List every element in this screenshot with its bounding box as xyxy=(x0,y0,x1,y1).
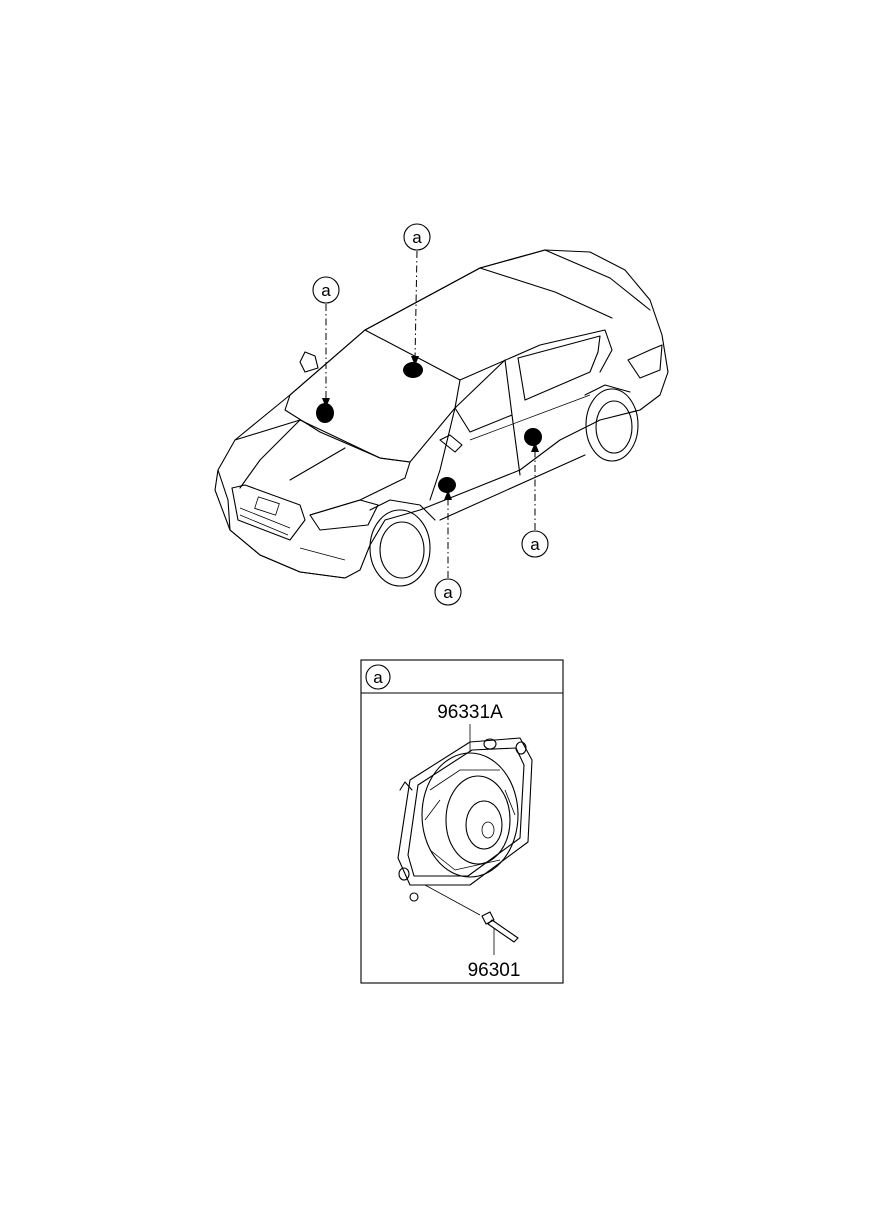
speaker-location-rear-door-marker xyxy=(524,428,542,446)
detail-box: a 96331A xyxy=(360,659,564,984)
car-illustration xyxy=(214,249,669,587)
callout-rear-door-label: a xyxy=(530,535,540,554)
callout-leaders xyxy=(322,250,539,578)
speaker-drawing xyxy=(397,737,533,916)
callout-roof: a xyxy=(403,223,431,251)
callout-windshield: a xyxy=(312,276,340,304)
part-number-speaker: 96331A xyxy=(437,702,503,723)
callout-roof-label: a xyxy=(412,228,422,247)
callout-front-door: a xyxy=(434,578,462,606)
speaker-location-roof-marker xyxy=(403,362,423,378)
detail-box-callout-circle xyxy=(365,664,391,690)
speaker-location-front-door-marker xyxy=(438,477,456,493)
callout-front-door-label: a xyxy=(443,583,453,602)
part-number-screw: 96301 xyxy=(468,960,521,981)
detail-box-callout-label: a xyxy=(373,668,383,687)
callout-rear-door: a xyxy=(521,530,549,558)
screw-drawing xyxy=(481,911,519,943)
speaker-location-windshield-marker xyxy=(316,403,334,423)
callout-windshield-label: a xyxy=(321,281,331,300)
